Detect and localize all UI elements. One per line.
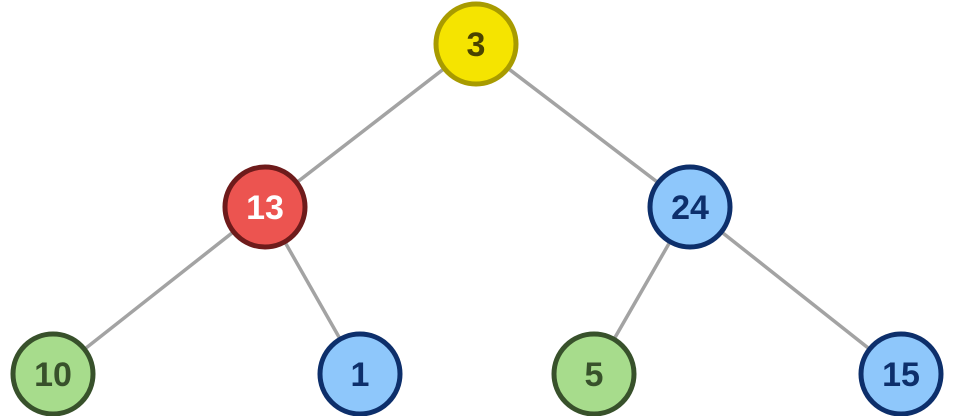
node-value-label: 5 bbox=[585, 356, 604, 394]
tree-edge bbox=[263, 42, 478, 209]
node-circle bbox=[647, 164, 733, 250]
node-circle bbox=[433, 1, 519, 87]
node-circle bbox=[858, 331, 944, 416]
tree-edge bbox=[474, 42, 692, 209]
tree-edges bbox=[51, 42, 903, 376]
node-value-label: 24 bbox=[671, 189, 709, 227]
node-circle bbox=[317, 331, 403, 416]
node-circle bbox=[10, 331, 96, 416]
tree-node: 5 bbox=[551, 331, 637, 416]
tree-edge bbox=[51, 205, 267, 376]
tree-edge bbox=[688, 205, 903, 376]
tree-node: 3 bbox=[433, 1, 519, 87]
node-value-label: 3 bbox=[467, 26, 486, 64]
node-value-label: 13 bbox=[246, 189, 284, 227]
tree-node: 13 bbox=[222, 164, 308, 250]
node-circle bbox=[222, 164, 308, 250]
node-circle bbox=[551, 331, 637, 416]
node-value-label: 1 bbox=[351, 356, 370, 394]
tree-node: 15 bbox=[858, 331, 944, 416]
tree-node: 24 bbox=[647, 164, 733, 250]
node-value-label: 15 bbox=[882, 356, 920, 394]
node-value-label: 10 bbox=[34, 356, 72, 394]
tree-node: 10 bbox=[10, 331, 96, 416]
tree-node: 1 bbox=[317, 331, 403, 416]
